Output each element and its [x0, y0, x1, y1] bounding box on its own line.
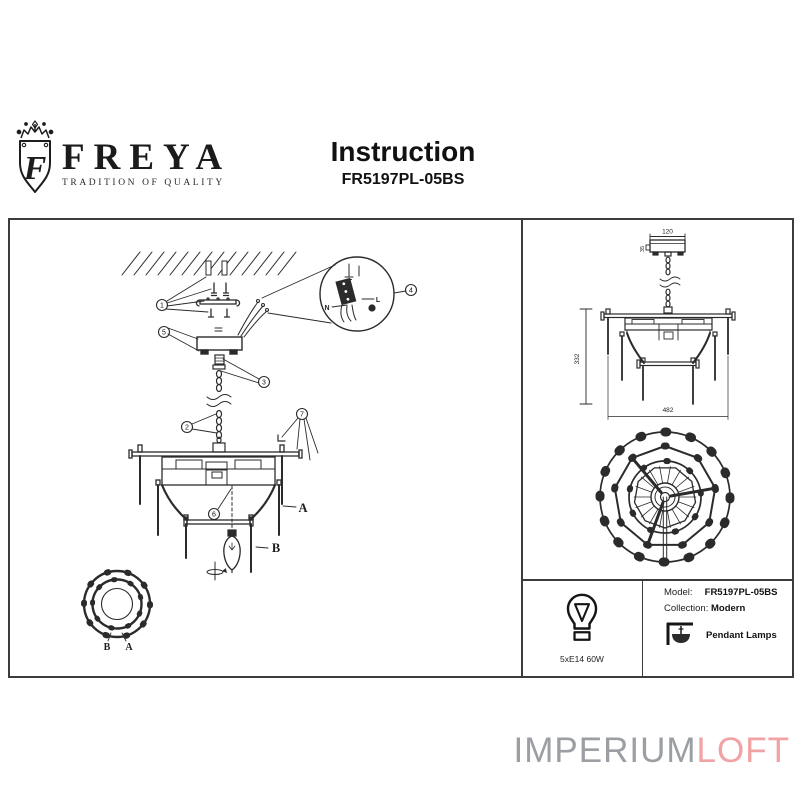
callout-4 — [404, 283, 418, 297]
crown-icon — [20, 126, 50, 139]
chandelier-frame — [128, 444, 303, 573]
model-value: FR5197PL-05BS — [704, 587, 778, 598]
part-label-a: A — [298, 501, 307, 515]
top-view-small — [81, 568, 153, 642]
collection-label: Collection: — [664, 603, 709, 614]
top-view-large — [595, 427, 735, 567]
callout-3-num: 3 — [262, 380, 266, 387]
canopy-wires — [237, 299, 269, 338]
watermark-loft: LOFT — [696, 731, 790, 770]
dimension-views: 120 35 332 482 — [574, 229, 736, 567]
cell-divider — [642, 579, 643, 676]
plate-screws — [207, 308, 231, 318]
callout-1 — [155, 298, 169, 312]
leader-lines — [165, 276, 407, 549]
callout-2 — [180, 420, 194, 434]
rotation-symbol-icon — [206, 561, 228, 581]
dim-diameter: 482 — [663, 407, 674, 414]
wire-label-l: L — [376, 297, 381, 304]
mounting-plate — [195, 297, 241, 307]
mounting-screws — [210, 282, 230, 297]
candle-bulb — [223, 485, 241, 574]
bulb-spec-cell: 5xE14 60W — [522, 579, 642, 676]
callout-5-num: 5 — [162, 330, 166, 337]
callout-7 — [295, 407, 309, 421]
imperiumloft-watermark: IMPERIUMLOFT — [514, 731, 790, 771]
wire-label-n: N — [324, 305, 329, 312]
model-number: FR5197PL-05BS — [341, 171, 465, 188]
side-view-drawing — [600, 239, 736, 405]
category-row: Pendant Lamps — [664, 621, 777, 649]
model-row: Model: FR5197PL-05BS — [664, 587, 778, 598]
pendant-lamp-icon — [666, 622, 693, 645]
assembly-diagram: 1 5 4 3 2 7 6 N L A B B A — [81, 251, 418, 653]
callout-6-num: 6 — [212, 512, 216, 519]
chain — [206, 369, 232, 453]
callout-5 — [157, 325, 171, 339]
diagram-frame: 1 5 4 3 2 7 6 N L A B B A — [8, 218, 794, 678]
callout-6 — [207, 507, 221, 521]
watermark-imperium: IMPERIUM — [513, 731, 697, 770]
collection-row: Collection: Modern — [664, 603, 745, 614]
freya-logo: F — [12, 120, 58, 198]
earth-terminal-icon — [368, 304, 376, 312]
callout-7-num: 7 — [300, 412, 304, 419]
category-label: Pendant Lamps — [706, 629, 777, 641]
callout-1-num: 1 — [160, 303, 164, 310]
brand-tagline: TRADITION OF QUALITY — [62, 178, 225, 188]
product-info-cell: Model: FR5197PL-05BS Collection: Modern — [642, 579, 792, 676]
brand-block: FREYA TRADITION OF QUALITY — [62, 137, 232, 188]
callout-3 — [257, 375, 271, 389]
wiring-detail-circle — [319, 256, 395, 332]
panel-divider — [521, 220, 523, 676]
collection-value: Modern — [711, 603, 746, 614]
part-label-b: B — [272, 541, 280, 555]
brand-monogram: F — [23, 150, 47, 187]
threaded-nipple — [212, 354, 226, 370]
break-symbol — [206, 394, 232, 407]
shield-icon — [19, 140, 51, 193]
title-block: Instruction FR5197PL-05BS — [290, 136, 516, 189]
ground-symbol-icon — [344, 263, 360, 283]
topview-label-b: B — [104, 642, 111, 653]
model-label: Model: — [664, 587, 693, 598]
freya-crest-icon: F — [16, 120, 54, 193]
magnifier-lines — [261, 264, 336, 324]
dim-canopy-width: 120 — [662, 229, 673, 236]
canopy — [196, 327, 243, 355]
brand-name: FREYA — [62, 137, 232, 178]
callout-2-num: 2 — [185, 425, 189, 432]
topview-label-a: A — [125, 642, 133, 653]
dim-canopy-depth: 35 — [640, 246, 646, 252]
callout-4-num: 4 — [409, 288, 413, 295]
bulb-spec: 5xE14 60W — [560, 653, 604, 664]
ceiling-hatch — [121, 251, 297, 276]
page-title: Instruction — [330, 136, 476, 167]
bulb-icon — [566, 593, 598, 641]
dim-height: 332 — [574, 353, 581, 364]
dimension-lines — [579, 233, 729, 420]
specs-divider — [521, 579, 792, 581]
